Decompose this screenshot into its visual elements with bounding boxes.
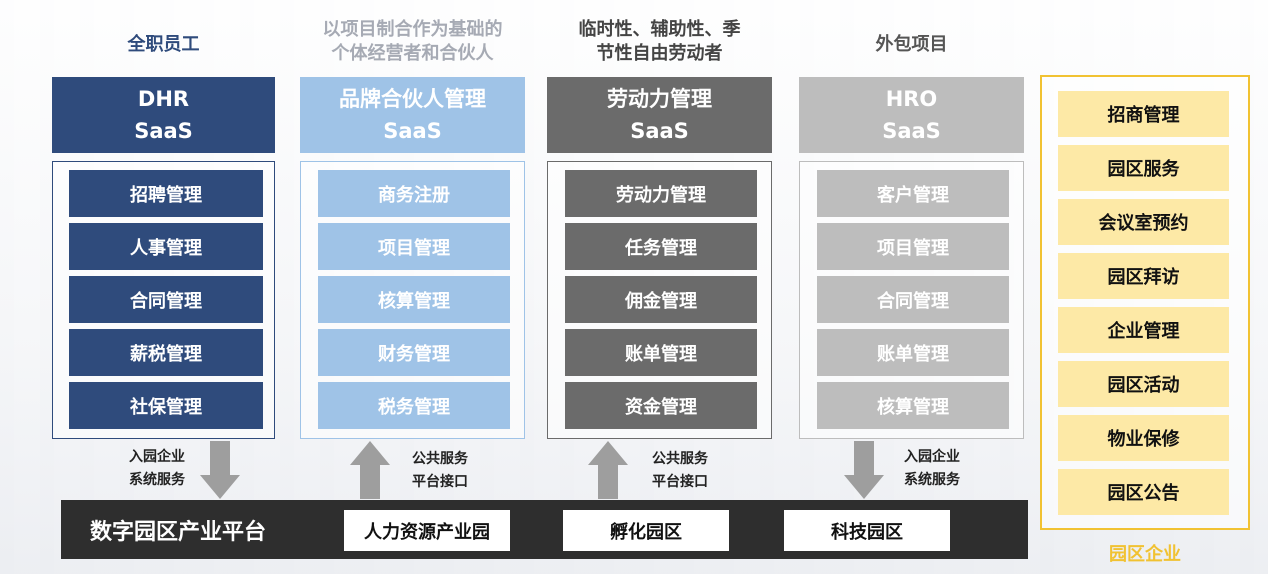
module-meeting-room[interactable]: 会议室预约 [1058,199,1229,245]
head-line: 品牌合伙人管理 [339,87,486,111]
module-property-repair[interactable]: 物业保修 [1058,415,1229,461]
module-dhr-1[interactable]: 招聘管理 [69,170,263,217]
arrow-label-line: 系统服务 [904,472,960,488]
column-title-line: 外包项目 [875,34,948,55]
platform-title: 数字园区产业平台 [90,519,267,545]
column-title-temp-workers: 临时性、辅助性、季 节性自由劳动者 [547,14,772,70]
head-line: DHR [137,87,190,111]
arrow-label-public-api: 公共服务 平台接口 [640,448,720,494]
arrow-up-icon [588,441,628,499]
arrow-up-icon [350,441,390,499]
column-title-fulltime: 全职员工 [52,20,275,70]
park-incubator[interactable]: 孵化园区 [563,510,729,551]
module-partner-4[interactable]: 财务管理 [318,329,510,376]
module-hro-3[interactable]: 合同管理 [817,276,1009,323]
column-title-line: 个体经营者和合伙人 [331,43,494,64]
arrow-label-public-api: 公共服务 平台接口 [400,448,480,494]
module-investment[interactable]: 招商管理 [1058,91,1229,137]
module-dhr-3[interactable]: 合同管理 [69,276,263,323]
module-dhr-4[interactable]: 薪税管理 [69,329,263,376]
column-title-outsourcing: 外包项目 [799,20,1024,70]
head-line: SaaS [383,119,442,143]
module-dhr-5[interactable]: 社保管理 [69,382,263,429]
arrow-label-line: 平台接口 [412,474,468,490]
module-labor-3[interactable]: 佣金管理 [565,276,757,323]
arrow-label-line: 平台接口 [652,474,708,490]
column-title-line: 临时性、辅助性、季 [578,19,741,40]
park-enterprise-frame [1040,75,1250,530]
module-labor-5[interactable]: 资金管理 [565,382,757,429]
module-partner-2[interactable]: 项目管理 [318,223,510,270]
column-title-line: 以项目制合作为基础的 [322,19,503,40]
column-title-line: 节性自由劳动者 [596,43,723,64]
module-dhr-2[interactable]: 人事管理 [69,223,263,270]
head-line: SaaS [882,119,941,143]
head-line: 劳动力管理 [607,87,712,111]
column-title-line: 全职员工 [127,34,200,55]
module-hro-5[interactable]: 核算管理 [817,382,1009,429]
arrow-label-line: 公共服务 [412,451,468,467]
module-partner-1[interactable]: 商务注册 [318,170,510,217]
module-park-activity[interactable]: 园区活动 [1058,361,1229,407]
module-park-service[interactable]: 园区服务 [1058,145,1229,191]
column-head-labor: 劳动力管理 SaaS [547,77,772,153]
module-labor-4[interactable]: 账单管理 [565,329,757,376]
park-enterprise-title: 园区企业 [1109,544,1181,565]
column-head-dhr: DHR SaaS [52,77,275,153]
module-partner-3[interactable]: 核算管理 [318,276,510,323]
column-head-hro: HRO SaaS [799,77,1024,153]
head-line: HRO [885,87,938,111]
module-labor-1[interactable]: 劳动力管理 [565,170,757,217]
arrow-label-line: 入园企业 [129,449,185,465]
head-line: SaaS [630,119,689,143]
module-hro-2[interactable]: 项目管理 [817,223,1009,270]
head-line: SaaS [134,119,193,143]
arrow-label-system-service: 入园企业 系统服务 [892,446,972,492]
arrow-label-line: 入园企业 [904,449,960,465]
module-partner-5[interactable]: 税务管理 [318,382,510,429]
arrow-down-icon [200,441,240,499]
column-title-partners: 以项目制合作为基础的 个体经营者和合伙人 [300,14,525,70]
module-hro-1[interactable]: 客户管理 [817,170,1009,217]
column-head-brand-partner: 品牌合伙人管理 SaaS [300,77,525,153]
module-park-notice[interactable]: 园区公告 [1058,469,1229,515]
park-tech[interactable]: 科技园区 [784,510,950,551]
arrow-label-system-service: 入园企业 系统服务 [118,446,196,492]
module-park-visit[interactable]: 园区拜访 [1058,253,1229,299]
park-hr-industrial[interactable]: 人力资源产业园 [344,510,510,551]
arrow-label-line: 公共服务 [652,451,708,467]
module-hro-4[interactable]: 账单管理 [817,329,1009,376]
arrow-label-line: 系统服务 [129,472,185,488]
module-enterprise-mgmt[interactable]: 企业管理 [1058,307,1229,353]
module-labor-2[interactable]: 任务管理 [565,223,757,270]
arrow-down-icon [844,441,884,499]
